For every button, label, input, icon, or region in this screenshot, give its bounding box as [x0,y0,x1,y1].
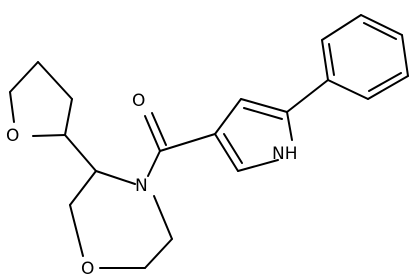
bond [9,61,39,93]
bond [69,170,97,206]
bond [9,91,15,123]
bond [147,150,161,177]
bond [37,61,73,100]
morpholine-oxygen-label: O [81,259,94,279]
phenyl-ring [321,14,409,100]
bond [223,133,243,164]
morpholine-ring [69,170,173,269]
bond [32,134,66,137]
pyrrole-ring [214,98,293,172]
bond [321,39,329,81]
bond [151,112,167,146]
bond [159,133,216,152]
bond [286,111,293,141]
tetrahydrofuran-ring [9,61,73,137]
bond [214,98,242,135]
bond [240,98,288,113]
bond [144,238,173,269]
bond [69,204,84,257]
bond [243,107,283,120]
bond [95,170,136,185]
bond [360,14,403,36]
bond [327,79,369,100]
thf-oxygen-label: O [6,126,19,146]
bond [367,75,409,100]
bond [214,133,239,172]
bond [237,159,279,172]
carbonyl-oxygen-label: O [132,91,145,111]
bond [153,195,173,240]
bond [328,43,335,76]
morpholine-nitrogen-label: N [135,176,148,196]
bond [321,14,362,41]
bond [144,115,161,152]
pyrrole-nh-label: NH [272,144,298,164]
bond [64,98,73,136]
bond [363,22,397,40]
carbonyl-group [144,112,216,177]
bond [368,72,402,92]
bond [64,134,97,172]
bond [401,34,409,77]
bond [286,79,329,113]
